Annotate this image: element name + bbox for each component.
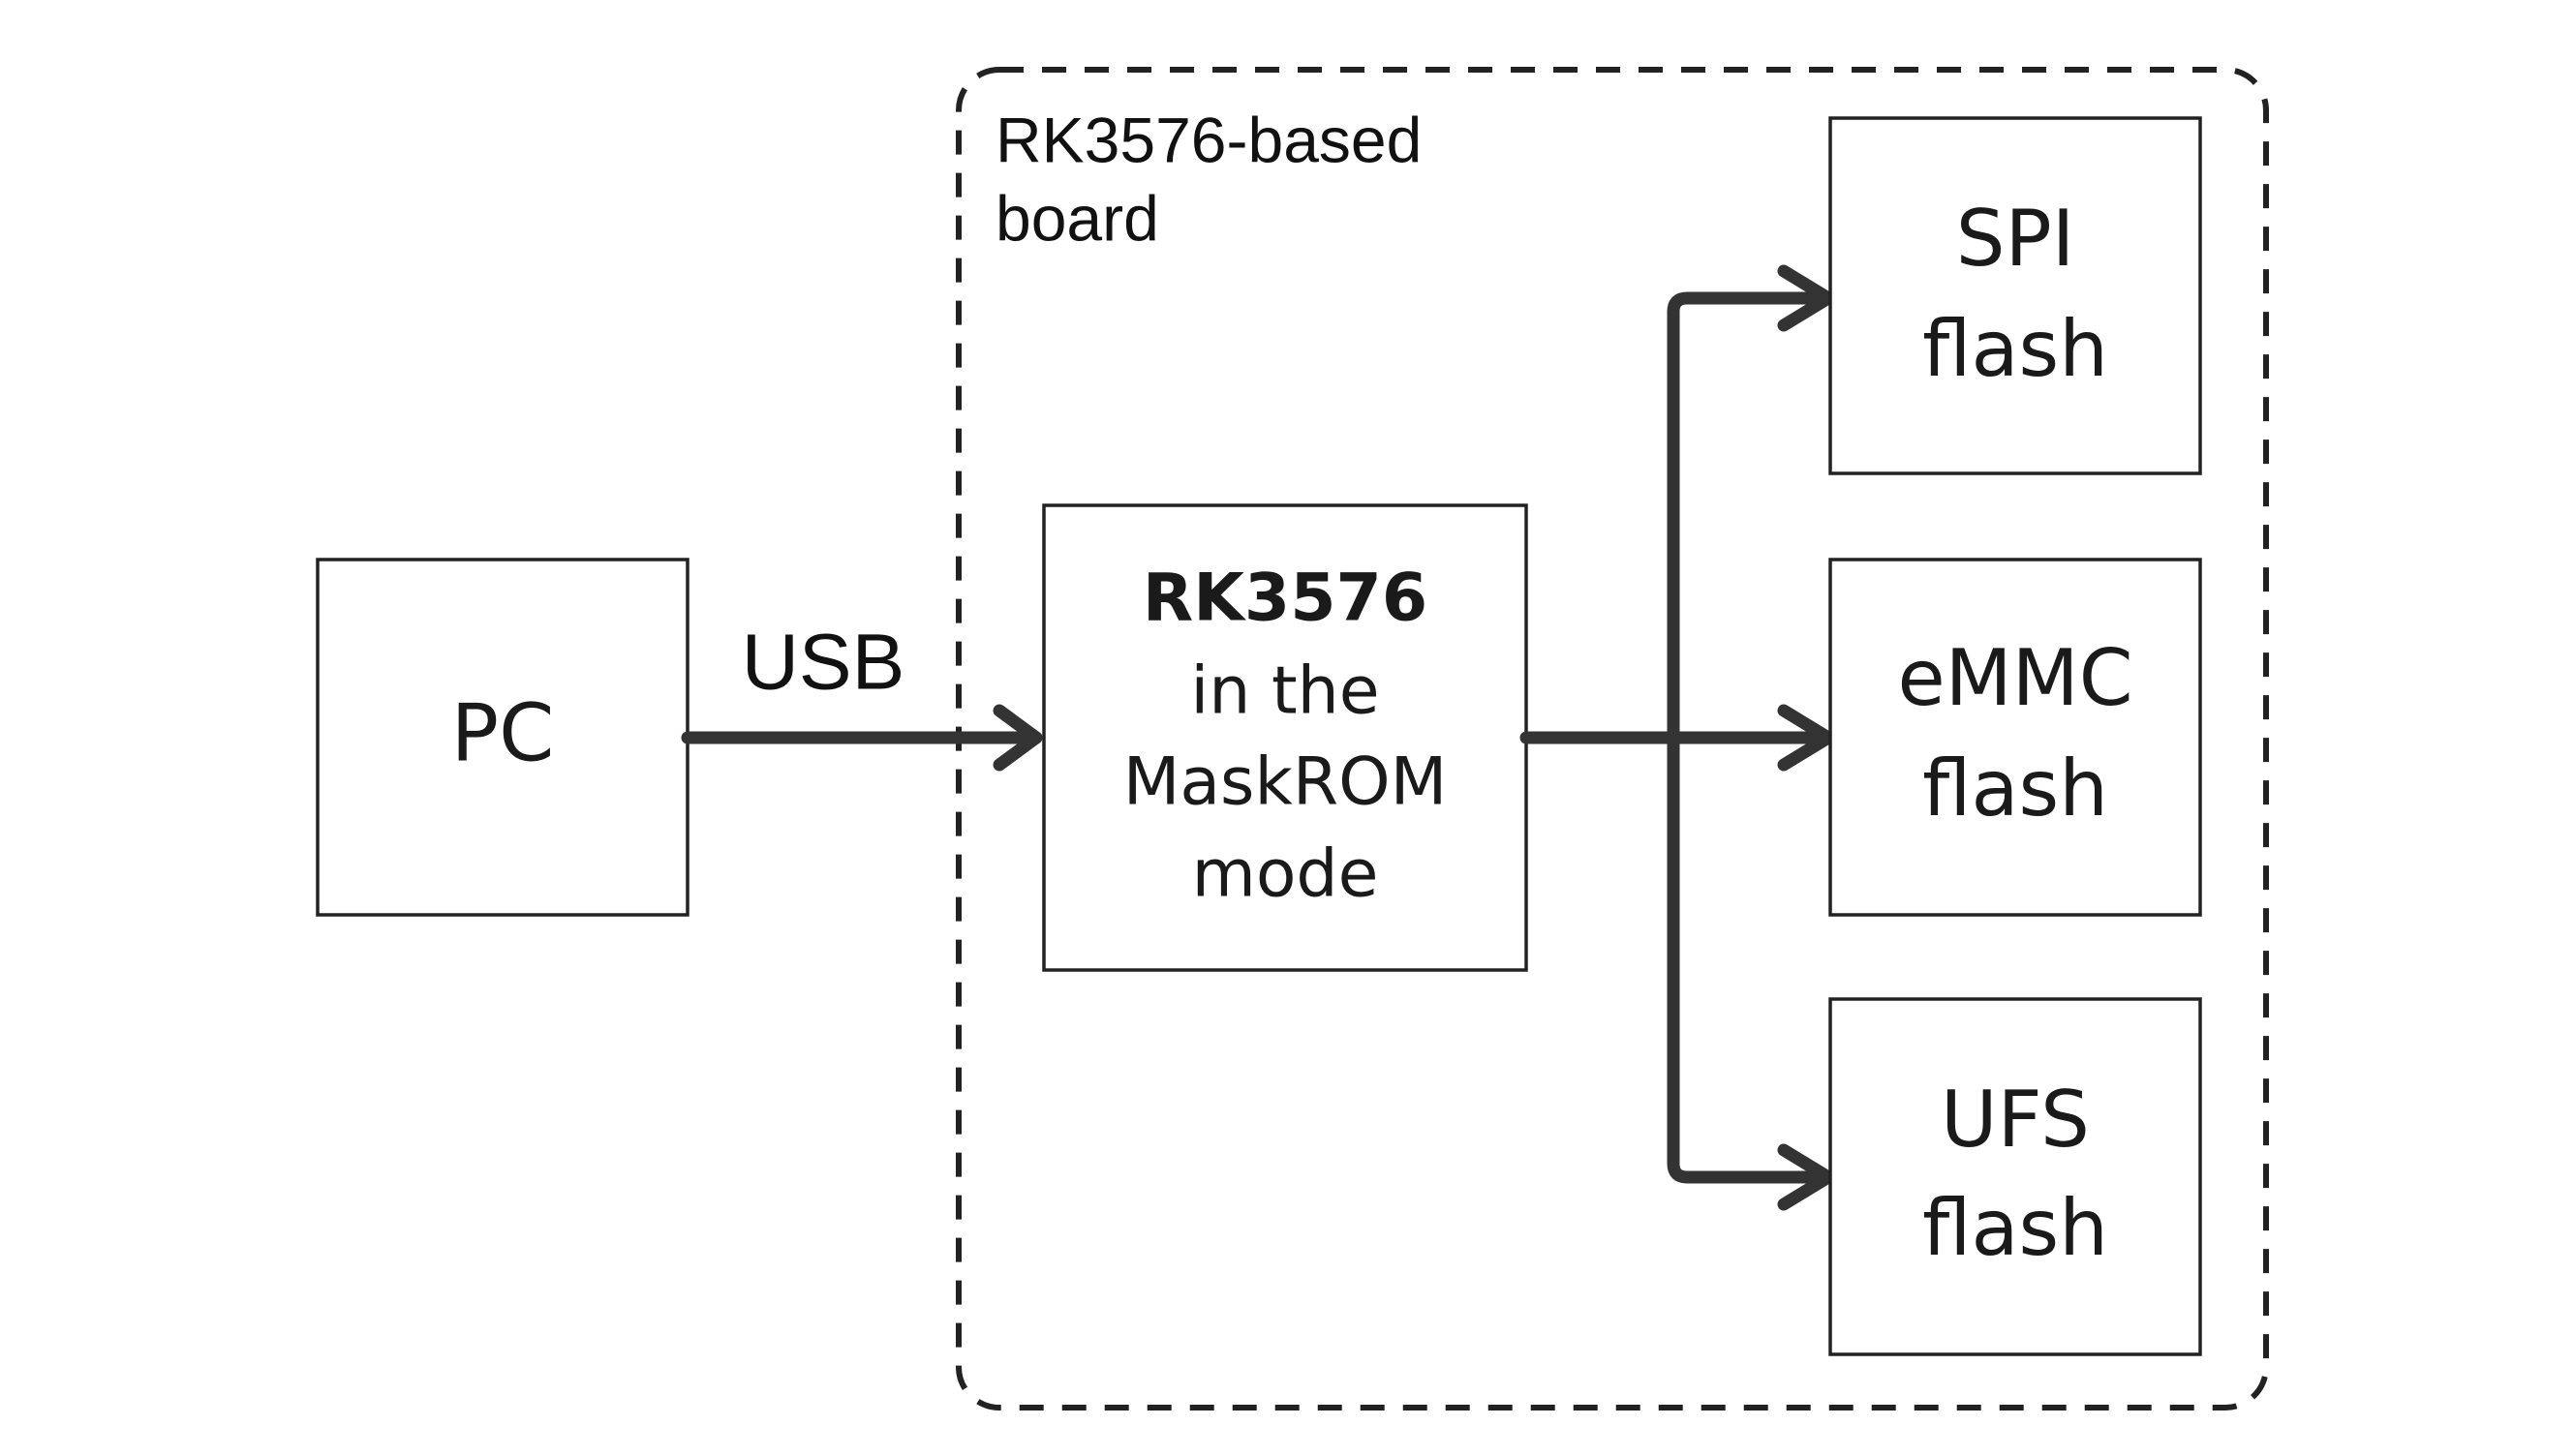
emmc-flash-line1: eMMC bbox=[1897, 633, 2132, 723]
ufs-arrow-head bbox=[1777, 1143, 1835, 1211]
spi-branch-line bbox=[1667, 291, 1837, 744]
board-title-line2: board bbox=[996, 182, 1159, 254]
emmc-flash-box bbox=[1828, 558, 2202, 917]
spi-flash-line2: flash bbox=[1922, 304, 2108, 394]
usb-arrow-head bbox=[993, 704, 1043, 772]
ufs-flash-line2: flash bbox=[1922, 1183, 2108, 1273]
soc-line4: mode bbox=[1192, 836, 1379, 913]
spi-flash-line1: SPI bbox=[1956, 194, 2075, 284]
pc-label: PC bbox=[451, 687, 555, 779]
ufs-flash-box bbox=[1828, 997, 2202, 1356]
emmc-flash-line2: flash bbox=[1922, 743, 2108, 834]
soc-box bbox=[1042, 503, 1528, 972]
soc-line3: MaskROM bbox=[1123, 744, 1448, 821]
soc-name: RK3576 bbox=[1143, 561, 1427, 637]
ufs-branch-line bbox=[1667, 731, 1837, 1184]
soc-line2: in the bbox=[1190, 653, 1379, 730]
spi-flash-box bbox=[1828, 116, 2202, 475]
ufs-flash-line1: UFS bbox=[1941, 1075, 2090, 1165]
pc-box bbox=[316, 558, 689, 917]
usb-label: USB bbox=[742, 619, 905, 707]
emmc-arrow-head bbox=[1777, 704, 1835, 772]
spi-arrow-head bbox=[1777, 264, 1835, 332]
board-title-line1: RK3576-based bbox=[996, 104, 1422, 175]
